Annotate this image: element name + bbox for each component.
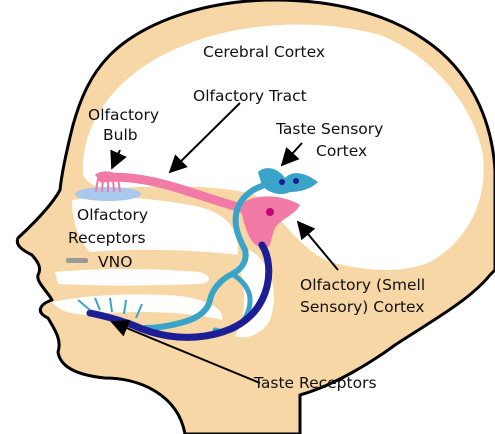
label-olfactory-cortex-line2: Sensory) Cortex bbox=[300, 298, 424, 316]
label-vno: VNO bbox=[98, 253, 132, 271]
olfactory-cortex-dot bbox=[266, 208, 274, 216]
label-olfactory-cortex-line1: Olfactory (Smell bbox=[300, 276, 425, 294]
label-taste-cortex-line2: Cortex bbox=[316, 142, 367, 160]
label-cerebral-cortex: Cerebral Cortex bbox=[203, 43, 325, 61]
label-taste-receptors: Taste Receptors bbox=[253, 374, 377, 392]
label-olfactory-tract: Olfactory Tract bbox=[193, 87, 307, 105]
label-olfactory-bulb-line2: Bulb bbox=[103, 126, 138, 144]
label-olfactory-bulb-line1: Olfactory bbox=[88, 106, 159, 124]
label-olfactory-receptors-line2: Receptors bbox=[68, 229, 146, 247]
label-taste-cortex-line1: Taste Sensory bbox=[275, 120, 383, 138]
label-olfactory-receptors-line1: Olfactory bbox=[77, 206, 148, 224]
lower-nasal-passage bbox=[55, 269, 209, 286]
vno-shape bbox=[66, 258, 88, 263]
